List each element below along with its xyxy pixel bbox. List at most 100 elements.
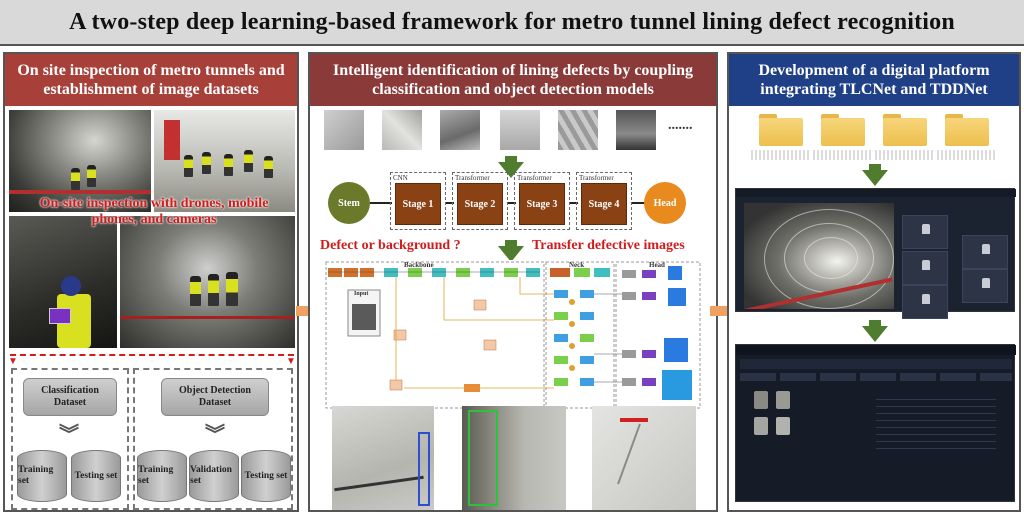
panel-site-inspection: On site inspection of metro tunnels and …	[3, 52, 299, 512]
bbox-red-tag	[620, 418, 648, 422]
detection-result-image-1	[332, 406, 434, 510]
detection-dataset-box: Object Detection Dataset	[161, 378, 269, 416]
screen-toolbar	[740, 359, 1012, 369]
result-thumbnail	[776, 391, 790, 409]
worker-figure	[244, 150, 253, 172]
folder-caption	[937, 150, 997, 160]
panel-digital-platform: Development of a digital platform integr…	[727, 52, 1021, 512]
stage-wrapper: Transformer Stage 4	[576, 172, 632, 230]
green-down-arrow-icon	[498, 240, 524, 262]
more-images-ellipsis: .......	[668, 118, 693, 133]
platform-tile-button[interactable]	[902, 251, 948, 285]
folder-caption	[813, 150, 873, 160]
worker-figure	[190, 276, 201, 306]
stage-wrapper: CNN Stage 1	[390, 172, 446, 230]
crack-line	[334, 475, 424, 492]
folder-icon	[883, 114, 927, 146]
result-thumbnail	[776, 417, 790, 435]
cylinder-label: Validation set	[190, 465, 232, 486]
panel-header-right: Development of a digital platform integr…	[729, 54, 1019, 106]
photo-tunnel-inspection-1	[9, 110, 151, 212]
pipeline-connector	[508, 202, 516, 204]
green-down-arrow-icon	[498, 156, 524, 178]
platform-tile-button[interactable]	[962, 235, 1008, 269]
bbox-green	[468, 410, 498, 506]
crack-line	[617, 423, 641, 485]
worker-head	[61, 276, 81, 296]
platform-screen-1	[735, 188, 1016, 319]
folder-caption	[875, 150, 935, 160]
folder-icon	[821, 114, 865, 146]
stage-2-box: Stage 2	[457, 183, 503, 225]
pipeline-connector	[570, 202, 578, 204]
photo-tunnel-walkway	[120, 216, 295, 348]
thumbnail-lining-image	[558, 110, 598, 150]
folder-icon	[945, 114, 989, 146]
tunnel-preview	[744, 203, 894, 309]
platform-screen-2	[735, 344, 1016, 502]
screen-table-header	[740, 373, 1012, 381]
red-dashed-connector	[10, 354, 294, 362]
rail-stripe	[120, 316, 295, 319]
thumbnail-lining-image	[382, 110, 422, 150]
bbox-blue	[418, 432, 430, 506]
cylinder-label: Testing set	[244, 470, 288, 481]
detection-dataset-group: Object Detection Dataset ︾ Training set …	[133, 368, 293, 510]
stage-wrapper: Transformer Stage 2	[452, 172, 508, 230]
thumbnail-lining-image	[500, 110, 540, 150]
cylinder-testing-set: Testing set	[241, 450, 291, 502]
stage-1-box: Stage 1	[395, 183, 441, 225]
worker-figure	[71, 168, 80, 190]
red-arrow-right-icon: ▼	[286, 356, 296, 367]
worker-figure	[87, 165, 96, 187]
screen-titlebar	[736, 189, 1016, 197]
stage-4-box: Stage 4	[581, 183, 627, 225]
platform-tile-button[interactable]	[902, 215, 948, 249]
cylinder-testing-set: Testing set	[71, 450, 121, 502]
stage-3-box: Stage 3	[519, 183, 565, 225]
worker-figure	[226, 272, 238, 306]
page-title: A two-step deep learning-based framework…	[69, 8, 955, 35]
photo-tunnel-phone	[9, 216, 117, 348]
stem-node: Stem	[328, 182, 370, 224]
detection-network-diagram: Backbone Neck Head Input	[324, 260, 704, 410]
worker-figure	[184, 155, 193, 177]
green-down-arrow-icon	[862, 320, 888, 342]
neck-label: Neck	[569, 261, 585, 269]
panel-header-middle: Intelligent identification of lining def…	[310, 54, 716, 106]
transfer-text: Transfer defective images	[532, 238, 685, 253]
inspection-overlay-text: On-site inspection with drones, mobile p…	[39, 196, 269, 227]
cylinder-label: Testing set	[74, 470, 118, 481]
head-label: Head	[649, 261, 665, 269]
platform-tile-button[interactable]	[962, 269, 1008, 303]
network-architecture-svg	[325, 261, 701, 409]
cylinder-label: Training set	[18, 465, 54, 486]
cylinder-training-set: Training set	[17, 450, 67, 502]
head-node: Head	[644, 182, 686, 224]
tablet-device	[49, 308, 71, 324]
worker-figure	[224, 154, 233, 176]
photo-station-team	[154, 110, 295, 212]
thumbnail-lining-image	[440, 110, 480, 150]
double-chevron-down-icon: ︾	[205, 424, 225, 446]
defect-question-text: Defect or background ?	[320, 238, 461, 253]
stage-type-tag: Transformer	[455, 174, 490, 182]
worker-figure	[264, 156, 273, 178]
stage-type-tag: CNN	[393, 174, 408, 182]
folder-caption	[751, 150, 811, 160]
cylinder-label: Training set	[138, 465, 174, 486]
red-arrow-left-icon: ▼	[8, 356, 18, 367]
result-details	[876, 393, 996, 453]
screen-titlebar	[736, 345, 1016, 355]
stage-type-tag: Transformer	[579, 174, 614, 182]
detection-result-image-3	[592, 406, 696, 510]
green-down-arrow-icon	[862, 164, 888, 186]
pipeline-connector	[370, 202, 392, 204]
station-pillar	[164, 120, 180, 160]
pipeline-connector	[446, 202, 454, 204]
platform-tile-button[interactable]	[902, 285, 948, 319]
classification-dataset-group: Classification Dataset ︾ Training set Te…	[11, 368, 129, 510]
stage-type-tag: Transformer	[517, 174, 552, 182]
title-bar: A two-step deep learning-based framework…	[0, 0, 1024, 46]
result-thumbnail	[754, 391, 768, 409]
